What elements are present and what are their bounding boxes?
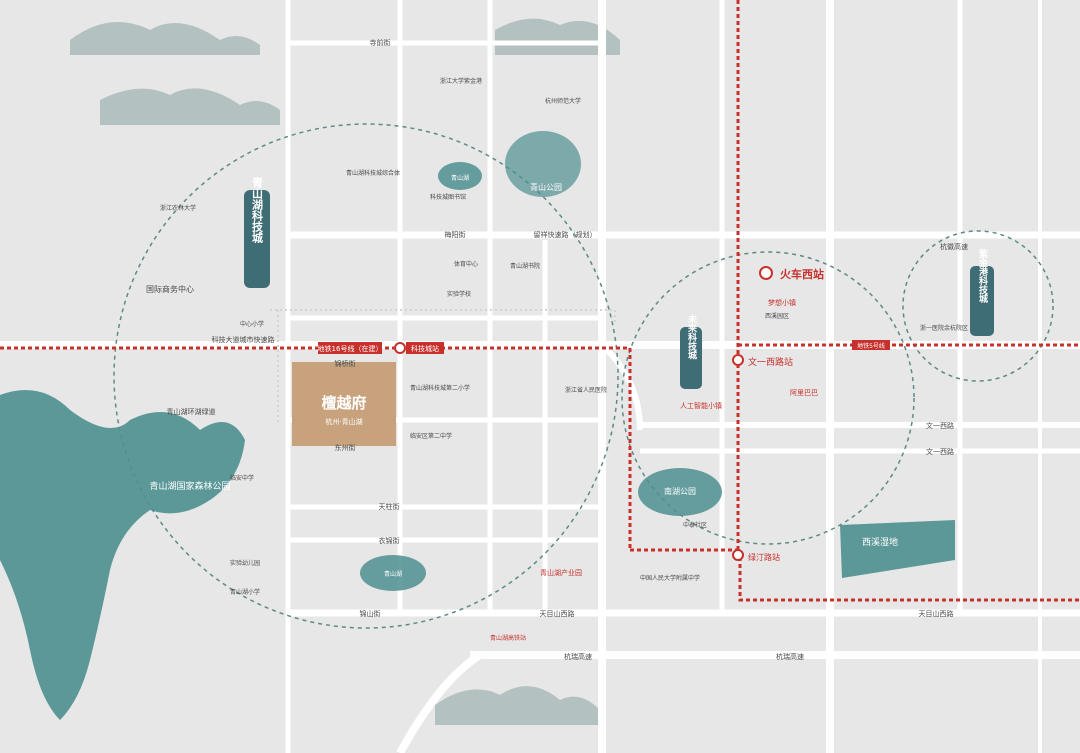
radius-circle-zijingang — [902, 230, 1054, 382]
road-kejidadao: 科技大道城市快速路 — [212, 335, 275, 344]
poi-shuyuan: 青山湖书院 — [510, 262, 540, 270]
qingshanhu-district-badge — [244, 190, 270, 288]
forest-park-label: 青山湖国家森林公园 — [149, 480, 230, 492]
poi-industry-park: 青山湖产业园 — [540, 568, 582, 577]
poi-hospital2: 浙一医院余杭院区 — [920, 324, 968, 332]
small-lake-label: 青山湖 — [451, 174, 469, 182]
qingshanhu-district-label: 青山湖科技城 — [251, 176, 264, 244]
forest-park-lake — [0, 390, 245, 720]
kejicheng-badge — [406, 342, 444, 354]
mountain-illustration-top-center — [495, 18, 620, 56]
project-tagline: 杭州·青山湖 — [325, 417, 362, 426]
poi-mall: 青山湖科技城综合体 — [346, 169, 400, 177]
nanhu-lake — [638, 468, 722, 516]
bottom-lake-label: 青山湖 — [384, 570, 402, 578]
mountain-illustration-top-left — [70, 22, 280, 125]
radius-circle-weilai — [621, 251, 915, 545]
road-xiangyang: 梅阳街 — [445, 230, 466, 239]
road-labels: 寺前街 梅阳街 留祥快速路（规划） 科技大道城市快速路 青山湖环湖绿道 锦桥街 … — [167, 38, 969, 661]
station-lvding-marker[interactable] — [732, 549, 744, 561]
station-lvding-label: 绿汀路站 — [748, 552, 780, 562]
boundary-dots — [270, 309, 616, 425]
poi-school-west: 中国人民大学附属中学 — [640, 574, 700, 582]
zijingang-district-badge — [970, 266, 994, 336]
poi-zhejiang-univ: 浙江大学紫金港 — [440, 77, 482, 85]
poi-xixi-park: 西溪园区 — [765, 312, 789, 320]
poi-agri-univ: 浙江农林大学 — [160, 204, 196, 212]
poi-school-x: 临安区第二中学 — [410, 432, 452, 440]
shanhu-lake — [505, 131, 581, 197]
nanhu-park-label: 南湖公园 — [664, 486, 696, 496]
poi-school-y: 青山湖科技城第二小学 — [410, 384, 470, 392]
line5-label: 地铁5号线 — [857, 342, 885, 350]
poi-experimental: 实验学校 — [447, 290, 471, 298]
road-tianmushan: 天目山西路 — [919, 609, 954, 618]
road-jinshan: 锦山街 — [360, 609, 381, 618]
road-yijiang: 衣锦街 — [379, 536, 400, 545]
poi-alibaba: 阿里巴巴 — [790, 388, 818, 397]
poi-library: 科技城图书馆 — [430, 193, 466, 201]
project-site[interactable] — [292, 362, 396, 446]
poi-community: 中泰社区 — [683, 521, 707, 529]
road-wenyi-2: 文一西路 — [926, 447, 954, 456]
road-tianzhu: 天柱街 — [379, 502, 400, 511]
road-huanhu: 青山湖环湖绿道 — [167, 407, 216, 416]
poi-dream-town: 梦想小镇 — [768, 298, 796, 307]
project-name: 檀越府 — [321, 394, 366, 412]
bottom-lake — [360, 555, 426, 591]
weilai-district-badge — [680, 327, 702, 389]
station-huochexizhan-label: 火车西站 — [780, 267, 824, 281]
road-hangzhou-gaosu-1: 杭瑞高速 — [564, 652, 592, 661]
poi-cbd: 国际商务中心 — [146, 284, 194, 294]
station-wenyixilu-marker[interactable] — [732, 354, 744, 366]
station-huochexizhan-marker[interactable] — [759, 266, 773, 280]
road-tianmushan-2: 天目山西路 — [540, 609, 575, 618]
station-kejicheng-label: 科技城站 — [411, 344, 439, 353]
poi-high-speed: 青山湖高铁站 — [490, 634, 526, 642]
line16-label: 地铁16号线（在建） — [318, 344, 383, 353]
station-kejicheng-marker[interactable] — [394, 342, 406, 354]
road-jingjiao: 锦桥街 — [335, 359, 356, 368]
road-wenyi-1: 文一西路 — [926, 421, 954, 430]
poi-school-q: 青山湖小学 — [230, 588, 260, 596]
zijingang-district-label: 紫金港科技城 — [977, 248, 989, 304]
line5-badge — [852, 340, 890, 350]
road-zhongqi: 杭徽高速 — [940, 242, 968, 251]
poi-middle-school: 临安中学 — [230, 474, 254, 482]
xixi-wetland-label: 西溪湿地 — [862, 536, 898, 548]
weilai-district-label: 未来科技城 — [686, 313, 698, 360]
xixi-wetland-area — [840, 520, 955, 578]
small-lake — [438, 162, 482, 190]
road-hangzhou-gaosu-2: 杭瑞高速 — [776, 652, 804, 661]
road-temple: 寺前街 — [370, 38, 391, 47]
poi-zhongxin-school: 中心小学 — [240, 320, 264, 328]
poi-hangzhou-normal: 杭州师范大学 — [545, 97, 581, 105]
poi-sports: 体育中心 — [454, 260, 478, 268]
mountain-illustration-bottom — [435, 686, 600, 725]
poi-ai-town: 人工智能小镇 — [680, 401, 722, 410]
metro-lines — [0, 0, 1080, 602]
radius-circle-project — [113, 123, 619, 629]
poi-hospital3: 浙江省人民医院 — [565, 386, 607, 394]
qingshan-park-label: 青山公园 — [530, 182, 562, 192]
road-fuqiang: 留祥快速路（规划） — [534, 230, 597, 239]
line16-badge — [318, 342, 382, 354]
poi-kindergarten: 实验幼儿园 — [230, 559, 260, 567]
road-xiandong: 东州街 — [335, 443, 356, 452]
station-wenyixilu-label: 文一西路站 — [748, 356, 793, 368]
poi-labels: 国际商务中心 浙江大学紫金港 杭州师范大学 浙江农林大学 青山湖科技城综合体 科… — [146, 77, 968, 642]
